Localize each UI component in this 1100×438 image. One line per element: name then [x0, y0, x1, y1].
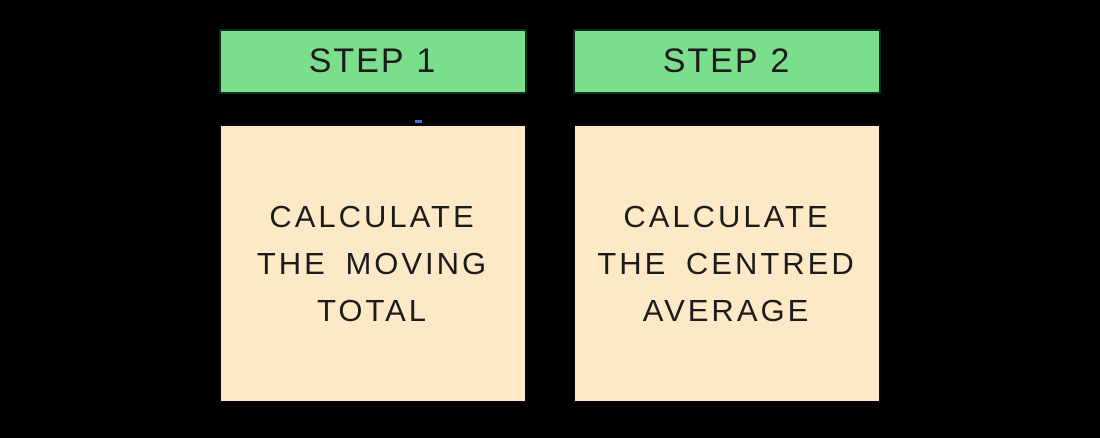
step-1-body-line-2: THE MOVING: [256, 246, 490, 281]
step-1-body-box: CALCULATE THE MOVING TOTAL: [219, 124, 527, 403]
step-2-body-line-3: AVERAGE: [642, 293, 812, 328]
step-2-body-box: CALCULATE THE CENTRED AVERAGE: [573, 124, 881, 403]
step-2-body-line-1: CALCULATE: [623, 199, 831, 234]
step-1-body-line-3: TOTAL: [316, 293, 430, 328]
step-2-body-line-2: THE CENTRED: [597, 246, 857, 281]
step-1-header-box: STEP 1: [219, 29, 527, 94]
step-2-header-box: STEP 2: [573, 29, 881, 94]
step-2-header-label: STEP 2: [662, 42, 792, 80]
blue-dash-artifact: [415, 120, 422, 123]
step-1-header-label: STEP 1: [308, 42, 438, 80]
step-1-body-line-1: CALCULATE: [269, 199, 477, 234]
